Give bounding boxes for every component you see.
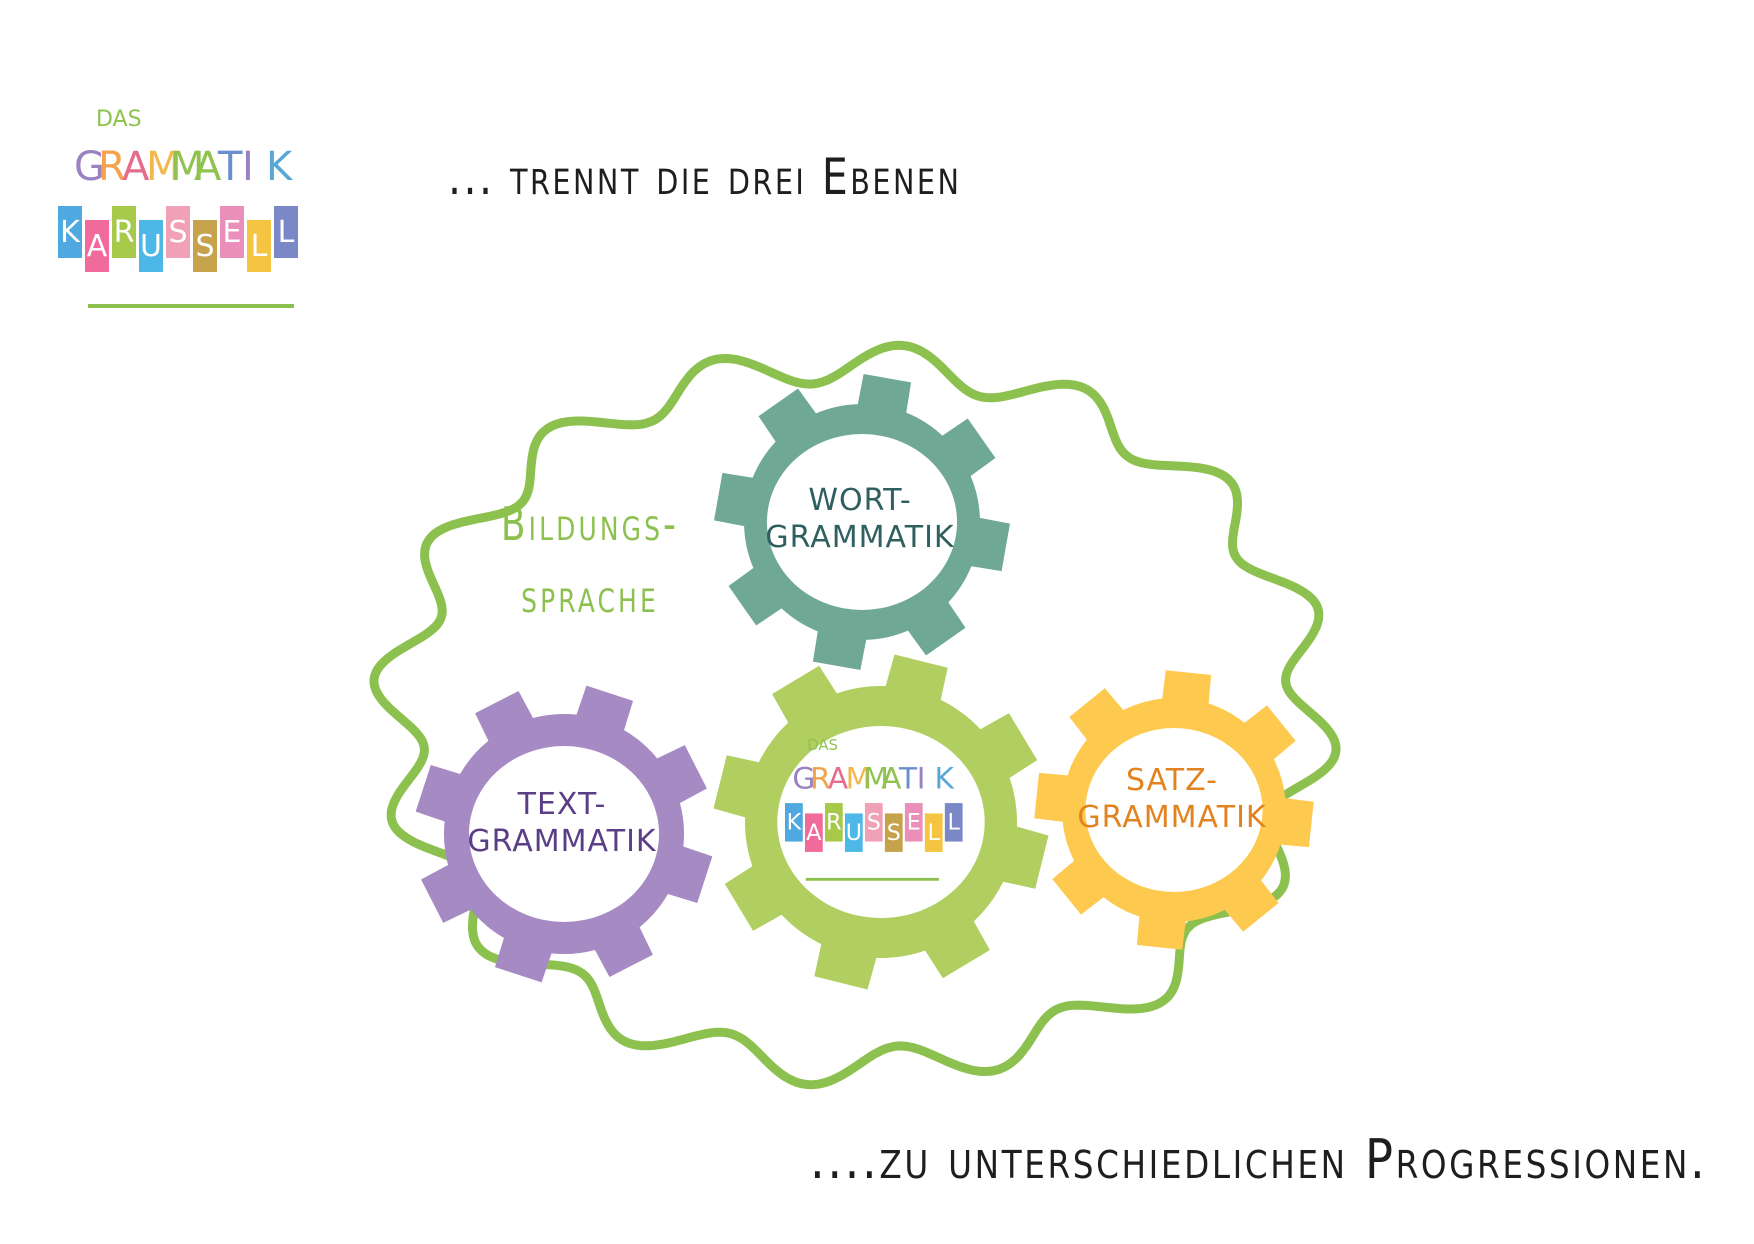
logo-tile-letter: E	[223, 215, 242, 250]
wavy-cloud-outline	[369, 340, 1341, 1090]
logo-tile-letter: A	[87, 229, 108, 264]
logo-tile	[220, 206, 244, 258]
logo-tile	[247, 220, 271, 272]
logo-letter: T	[898, 761, 918, 795]
logo-tile-letter: R	[826, 810, 841, 836]
logo-tile	[274, 206, 298, 258]
logo-tile-letter: K	[787, 810, 803, 836]
logo-tile	[58, 206, 82, 258]
gear-satz-label-line1: SATZ-	[1126, 763, 1218, 798]
gear-text-grammatik	[415, 685, 713, 983]
gear-hole	[766, 434, 958, 610]
cloud-label: Bildungs- sprache	[496, 488, 683, 632]
logo-tile	[193, 220, 217, 272]
logo-tile-letter: L	[278, 215, 295, 250]
gear-hole	[1085, 728, 1263, 892]
logo-letter: M	[863, 761, 889, 795]
logo-tile-letter: L	[251, 229, 268, 264]
logo-letter: G	[792, 761, 815, 795]
logo-tile-letter: E	[907, 810, 921, 836]
logo-tile	[139, 220, 163, 272]
gear-text-label-line2: GRAMMATIK	[467, 824, 657, 859]
logo-small-word: DAS	[96, 107, 142, 132]
logo-letter: A	[881, 761, 901, 795]
logo-tile	[884, 813, 903, 852]
logo-tile-letter: U	[140, 229, 162, 264]
logo-tile	[85, 220, 109, 272]
logo-tile	[924, 813, 943, 852]
logo-tile-letter: S	[887, 820, 901, 846]
logo-letter: A	[194, 144, 222, 190]
logo-letter: A	[122, 144, 150, 190]
logo-tile-letter: L	[928, 820, 941, 846]
gear-wort-grammatik	[714, 374, 1010, 670]
heading-top: ... trennt die drei Ebenen	[448, 148, 962, 206]
logo-letter: A	[828, 761, 848, 795]
logo-tile-letter: A	[806, 820, 821, 846]
heading-bottom: ....zu unterschiedlichen Progressionen.	[810, 1128, 1708, 1191]
logo-letter: I	[242, 144, 254, 190]
cloud-label-line1: Bildungs-	[500, 497, 680, 551]
logo-letter: K	[266, 144, 294, 190]
logo-tile-letter: S	[195, 229, 214, 264]
center-logo-small-word: DAS	[807, 737, 838, 754]
logo-tile-letter: U	[846, 820, 862, 846]
gear-hole	[468, 746, 660, 922]
logo-tile	[944, 803, 963, 842]
logo-letter: R	[98, 144, 126, 190]
logo-tile	[864, 803, 883, 842]
gear-satz-grammatik	[1034, 670, 1314, 950]
gear-satz-label-line2: GRAMMATIK	[1077, 800, 1267, 835]
logo-tile	[804, 813, 823, 852]
logo-tile-letter: L	[948, 810, 961, 836]
logo-letter: M	[846, 761, 872, 795]
logo-tile	[785, 803, 803, 842]
logo-tile-letter: R	[114, 215, 135, 250]
logo-letter: T	[217, 144, 243, 190]
logo-tile-letter: S	[168, 215, 187, 250]
logo-tile	[904, 803, 923, 842]
cloud-label-line2: sprache	[521, 569, 659, 623]
logo-letter: M	[170, 144, 205, 190]
logo-tile	[112, 206, 136, 258]
logo-letter: R	[810, 761, 831, 795]
logo-tile-letter: K	[60, 215, 81, 250]
logo-tile	[824, 803, 843, 842]
logo-letter: G	[74, 144, 105, 190]
gear-text-label-line1: TEXT-	[517, 787, 607, 822]
logo-letter: M	[146, 144, 181, 190]
gear-wort-label-line1: WORT-	[808, 483, 911, 518]
logo-letter: K	[934, 761, 955, 795]
logo-letter: I	[917, 761, 926, 795]
logo-tile	[844, 813, 863, 852]
logo-tile-letter: S	[867, 810, 881, 836]
logo-tile	[166, 206, 190, 258]
gear-wort-label-line2: GRAMMATIK	[765, 520, 955, 555]
